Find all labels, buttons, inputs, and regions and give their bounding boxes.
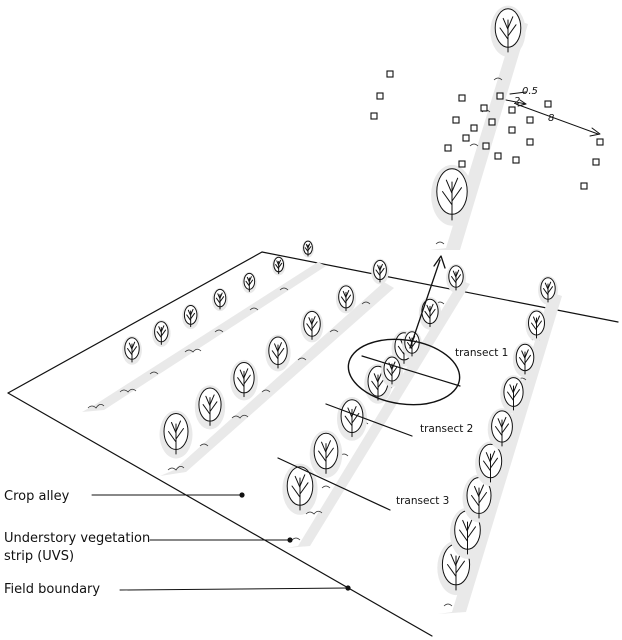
tree — [159, 410, 193, 459]
quadrat-square — [452, 116, 460, 124]
uvs-strip-1 — [82, 262, 326, 412]
quadrat-square — [482, 142, 490, 150]
tree — [487, 408, 517, 450]
quadrat-square — [494, 152, 502, 160]
quadrat-square — [526, 138, 534, 146]
tree — [475, 441, 506, 487]
tree — [371, 258, 389, 285]
quadrat-square — [544, 100, 552, 108]
quadrat-square — [596, 138, 604, 146]
transect-1-circle — [347, 338, 461, 406]
quadrat-square — [470, 124, 478, 132]
tree — [525, 309, 548, 341]
uvs-label-line2: strip (UVS) — [4, 549, 74, 564]
tree — [300, 309, 324, 343]
tree — [336, 397, 368, 441]
tree — [402, 329, 422, 359]
quadrat-square — [444, 144, 452, 152]
quadrat-square — [370, 112, 378, 120]
quadrat-square — [376, 92, 384, 100]
uvs-strips — [82, 20, 562, 614]
tree — [282, 463, 318, 515]
tree — [265, 334, 291, 372]
tree — [152, 319, 171, 347]
tree — [309, 430, 343, 478]
quadrat-square — [480, 104, 488, 112]
quadrat-square — [458, 94, 466, 102]
quadrat-square — [526, 116, 534, 124]
transect-1-line — [361, 355, 461, 387]
tree — [512, 342, 538, 378]
quadrat-square — [592, 158, 600, 166]
dimension-label-0-5: 0.5 — [522, 86, 538, 97]
crop-alley-label: Crop alley — [4, 489, 70, 504]
quadrat-grid — [370, 70, 604, 190]
tree — [194, 385, 226, 430]
dimension-label-2: 2 — [514, 96, 520, 107]
quadrat-square — [496, 92, 504, 100]
transect-2-label: transect 2 — [420, 423, 473, 435]
dimension-arrows — [505, 91, 601, 137]
tree — [212, 287, 228, 312]
tree — [335, 284, 357, 314]
quadrat-square — [508, 106, 516, 114]
zoom-indicator — [347, 255, 461, 406]
dimension-label-8: 8 — [548, 113, 554, 124]
field-boundary-label: Field boundary — [4, 582, 100, 597]
quadrat-square — [386, 70, 394, 78]
uvs-strip-3 — [286, 280, 470, 548]
tree — [122, 335, 142, 365]
transect-3-line — [277, 457, 391, 511]
quadrat-square — [458, 160, 466, 168]
tree — [538, 275, 558, 305]
transect-2-line — [325, 403, 413, 437]
transect-lines — [277, 355, 461, 511]
quadrat-square — [462, 134, 470, 142]
quadrat-square — [508, 126, 516, 134]
zoom-arrow — [409, 259, 441, 349]
legend-leaders — [91, 492, 351, 591]
quadrat-square — [488, 118, 496, 126]
tree — [271, 256, 286, 276]
tree — [446, 263, 466, 293]
uvs-strip-zoom — [430, 20, 528, 250]
tree — [301, 240, 315, 258]
tree — [500, 375, 527, 414]
transect-3-label: transect 3 — [396, 495, 449, 507]
tree — [490, 5, 526, 57]
tree — [230, 359, 258, 401]
quadrat-square — [580, 182, 588, 190]
tree — [431, 164, 473, 226]
tree — [182, 303, 200, 330]
tree — [242, 272, 257, 294]
quadrat-square — [512, 156, 520, 164]
field-boundary-outline — [7, 251, 619, 637]
trees-layer — [122, 5, 558, 596]
uvs-label-line1: Understory vegetation — [4, 531, 150, 546]
tree — [381, 355, 403, 387]
transect-1-label: transect 1 — [455, 347, 508, 359]
